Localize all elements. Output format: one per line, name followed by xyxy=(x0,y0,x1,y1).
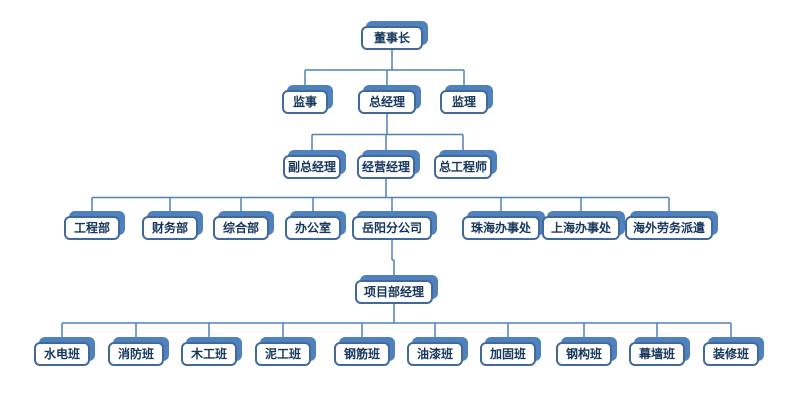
org-node-3-5: 珠海办事处 xyxy=(462,216,540,240)
org-node-5-3: 泥工班 xyxy=(255,342,311,366)
org-node-3-1: 财务部 xyxy=(142,216,198,240)
org-node-3-6: 上海办事处 xyxy=(542,216,620,240)
connector-lines xyxy=(61,50,732,342)
org-node-3-0: 工程部 xyxy=(64,216,120,240)
org-node-2-0: 副总经理 xyxy=(283,155,341,179)
org-node-5-6: 加固班 xyxy=(480,342,536,366)
org-node-3-4: 岳阳分公司 xyxy=(352,216,432,240)
org-node-3-2: 综合部 xyxy=(213,216,269,240)
org-node-3-3: 办公室 xyxy=(285,216,341,240)
org-node-5-4: 钢筋班 xyxy=(334,342,390,366)
org-node-5-1: 消防班 xyxy=(108,342,164,366)
org-node-5-2: 木工班 xyxy=(181,342,237,366)
org-node-5-7: 钢构班 xyxy=(556,342,612,366)
org-node-5-0: 水电班 xyxy=(34,342,90,366)
org-node-1-2: 监理 xyxy=(440,90,488,114)
org-node-1-1: 总经理 xyxy=(358,90,416,114)
org-node-2-2: 总工程师 xyxy=(434,155,492,179)
org-node-3-7: 海外劳务派遣 xyxy=(625,216,713,240)
org-node-4-0: 项目部经理 xyxy=(355,280,433,304)
org-node-5-8: 幕墙班 xyxy=(629,342,685,366)
org-node-5-5: 油漆班 xyxy=(407,342,463,366)
org-node-2-1: 经营经理 xyxy=(357,155,415,179)
org-node-5-9: 装修班 xyxy=(703,342,759,366)
org-node-0-0: 董事长 xyxy=(361,26,423,50)
org-node-1-0: 监事 xyxy=(282,90,328,114)
